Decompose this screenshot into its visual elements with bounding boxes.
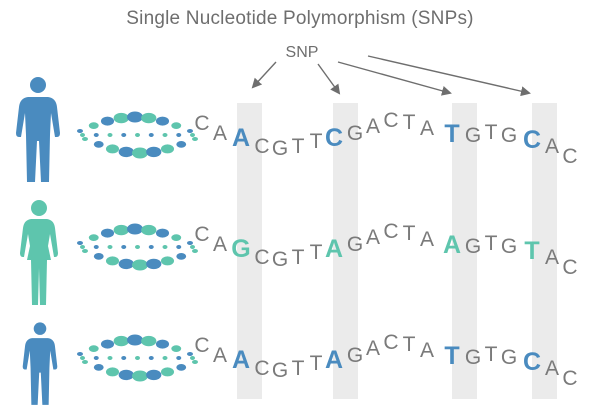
arrow-to-snp-4: [367, 55, 531, 97]
arrow-to-snp-1: [251, 61, 277, 89]
male-figure-icon: [16, 77, 60, 182]
snp-column-3: [452, 103, 477, 399]
snp-label: SNP: [285, 44, 319, 61]
snp-column-2: [333, 103, 358, 399]
dna-helix-icon: [77, 334, 198, 382]
diagram-title: Single Nucleotide Polymorphism (SNPs): [126, 8, 474, 29]
dna-helix-icon: [77, 223, 198, 271]
male-figure-small-icon: [22, 322, 58, 405]
snp-column-4: [532, 103, 557, 399]
snp-column-1: [237, 103, 262, 399]
female-figure-icon: [20, 200, 58, 305]
arrow-to-snp-2: [317, 63, 341, 95]
arrow-to-snp-3: [337, 61, 452, 96]
dna-helix-icon: [77, 111, 198, 159]
